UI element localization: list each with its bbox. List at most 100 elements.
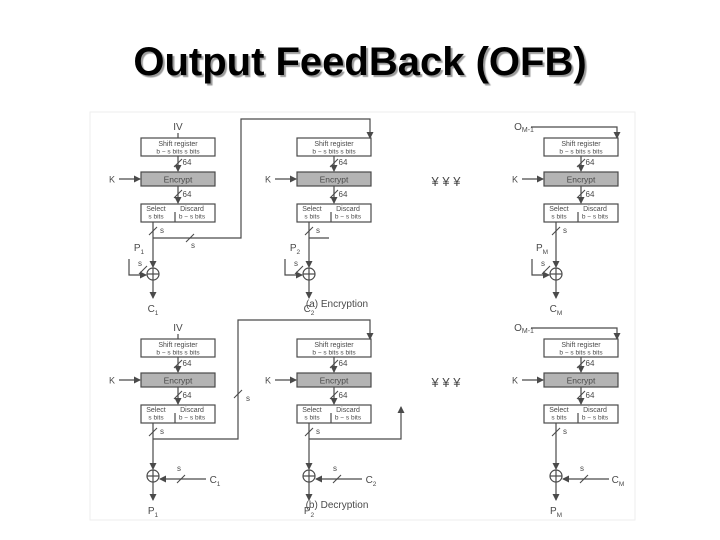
decryption-stage-1-ciphertext-slash <box>176 474 186 484</box>
decryption-stage-3-slash-64b <box>576 390 586 400</box>
encryption-stage-2-slash-64a <box>329 158 339 168</box>
decryption-stage-1-slash-64a <box>173 359 183 369</box>
decryption-stage-2-plain-output-label: P2 <box>304 506 315 519</box>
encryption-stage-1-shift-register-sub: b − s bits s bits <box>156 149 200 156</box>
decryption-stage-2-key-label: K <box>265 376 271 386</box>
decryption-stage-3-shift-register-label: Shift register <box>561 342 601 349</box>
decryption-feedback-line-1 <box>153 319 374 440</box>
encryption-stage-1-label-64a: 64 <box>183 158 192 167</box>
encryption-feedback-slash-1 <box>185 233 195 243</box>
decryption-stage-3-shift-register-sub: b − s bits s bits <box>559 350 603 357</box>
decryption-stage-2-select-out-s: s <box>316 427 320 436</box>
encryption-stage-3-shift-register-sub: b − s bits s bits <box>559 149 603 156</box>
decryption-stage-1-select-sub: s bits <box>148 415 164 422</box>
encryption-stage-2-encrypt-label: Encrypt <box>320 175 349 185</box>
decryption-stage-3-select-label: Select <box>549 407 569 414</box>
slide-title: Output FeedBack (OFB) <box>133 40 587 84</box>
encryption-stage-1-cipher-output-label: C1 <box>148 304 159 317</box>
decryption-continuation-dots: ¥ ¥ ¥ <box>431 375 462 390</box>
encryption-stage-1-plaintext-s: s <box>138 259 142 268</box>
decryption-stage-2-encrypt-label: Encrypt <box>320 376 349 386</box>
decryption-stage-2-ciphertext-slash <box>332 474 342 484</box>
encryption-stage-3-discard-label: Discard <box>583 206 607 213</box>
decryption-stage-2-ciphertext-input-label: C2 <box>366 475 377 488</box>
encryption-stage-3-label-64b: 64 <box>586 190 595 199</box>
encryption-feedback-line-1 <box>153 118 374 239</box>
encryption-stage-1-slash-64a <box>173 158 183 168</box>
encryption-stage-1-discard-sub: b − s bits <box>179 214 206 221</box>
decryption-stage-2-select-label: Select <box>302 407 322 414</box>
encryption-stage-3-select-out-s: s <box>563 226 567 235</box>
decryption-stage-1-shift-register-label: Shift register <box>158 342 198 349</box>
decryption-stage-2-discard-sub: b − s bits <box>335 415 362 422</box>
decryption-feedback-slash-1 <box>233 389 243 399</box>
encryption-stage-2-shift-register-sub: b − s bits s bits <box>312 149 356 156</box>
decryption-stage-3-select-discard-box <box>543 404 619 424</box>
encryption-stage-2-plaintext-slash <box>294 265 304 275</box>
encryption-stage-2-select-discard-box <box>296 203 372 223</box>
encryption-stage-1-select-out-s: s <box>160 226 164 235</box>
decryption-stage-1-plain-output-label: P1 <box>148 506 159 519</box>
encryption-stage-2-select-out-s: s <box>316 226 320 235</box>
decryption-stage-1-shift-register-sub: b − s bits s bits <box>156 350 200 357</box>
encryption-stage-1-select-out-slash <box>148 226 158 236</box>
encryption-stage-3-plaintext-s: s <box>541 259 545 268</box>
encryption-stage-3-select-sub: s bits <box>551 214 567 221</box>
decryption-stage-2-slash-64b <box>329 390 339 400</box>
encryption-stage-2-cipher-output-label: C2 <box>304 304 315 317</box>
encryption-stage-2-plaintext-input-line <box>284 259 303 279</box>
decryption-stage-1-encrypt-label: Encrypt <box>164 376 193 386</box>
decryption-feedback-line-2 <box>309 406 405 440</box>
encryption-stage-2-slash-64b <box>329 189 339 199</box>
decryption-stage-3-label-64a: 64 <box>586 359 595 368</box>
encryption-stage-2-label-64b: 64 <box>339 190 348 199</box>
decryption-stage-2-select-discard-box <box>296 404 372 424</box>
decryption-stage-2-shift-register-sub: b − s bits s bits <box>312 350 356 357</box>
encryption-stage-3-slash-64b <box>576 189 586 199</box>
encryption-stage-2-label-64a: 64 <box>339 158 348 167</box>
encryption-stage-1-discard-label: Discard <box>180 206 204 213</box>
encryption-stage-1-label-64b: 64 <box>183 190 192 199</box>
encryption-stage-1-plaintext-slash <box>138 265 148 275</box>
encryption-stage-2-select-label: Select <box>302 206 322 213</box>
encryption-feedback-s-1: s <box>191 241 195 250</box>
decryption-stage-3-select-sub: s bits <box>551 415 567 422</box>
encryption-stage-3-slash-64a <box>576 158 586 168</box>
encryption-stage-2-key-label: K <box>265 175 271 185</box>
encryption-stage-1-slash-64b <box>173 189 183 199</box>
decryption-stage-1-slash-64b <box>173 390 183 400</box>
encryption-stage-1-select-discard-box <box>140 203 216 223</box>
decryption-stage-3-discard-label: Discard <box>583 407 607 414</box>
decryption-stage-3-select-out-slash <box>551 427 561 437</box>
decryption-stage-2-label-64b: 64 <box>339 391 348 400</box>
encryption-stage-1-shift-register-label: Shift register <box>158 141 198 148</box>
encryption-stage-1-plaintext-input-label: P1 <box>134 243 145 256</box>
decryption-stage-1-ciphertext-s: s <box>177 464 181 473</box>
encryption-stage-3-select-discard-box <box>543 203 619 223</box>
decryption-stage-2-shift-register-label: Shift register <box>314 342 354 349</box>
decryption-stage-2-label-64a: 64 <box>339 359 348 368</box>
decryption-stage-2-discard-label: Discard <box>336 407 360 414</box>
encryption-stage-1-select-sub: s bits <box>148 214 164 221</box>
encryption-stage-2-plaintext-s: s <box>294 259 298 268</box>
encryption-stage-3-label-64a: 64 <box>586 158 595 167</box>
encryption-stage-2-select-sub: s bits <box>304 214 320 221</box>
decryption-stage-1-key-label: K <box>109 376 115 386</box>
encryption-stage-3-encrypt-label: Encrypt <box>567 175 596 185</box>
decryption-stage-1-discard-label: Discard <box>180 407 204 414</box>
encryption-continuation-dots: ¥ ¥ ¥ <box>431 174 462 189</box>
encryption-stage-2-discard-label: Discard <box>336 206 360 213</box>
decryption-stage-3-label-64b: 64 <box>586 391 595 400</box>
encryption-stage-3-plaintext-input-line <box>531 259 550 279</box>
decryption-stage-3-slash-64a <box>576 359 586 369</box>
decryption-stage-1-select-out-s: s <box>160 427 164 436</box>
encryption-stage-1-key-label: K <box>109 175 115 185</box>
decryption-stage-3-o-prev-line <box>531 327 621 340</box>
decryption-stage-1-discard-sub: b − s bits <box>179 415 206 422</box>
encryption-stage-3-plaintext-slash <box>541 265 551 275</box>
encryption-stage-1-encrypt-label: Encrypt <box>164 175 193 185</box>
decryption-stage-3-select-out-s: s <box>563 427 567 436</box>
decryption-stage-3-encrypt-label: Encrypt <box>567 376 596 386</box>
decryption-stage-3-key-label: K <box>512 376 518 386</box>
encryption-stage-2-shift-register-label: Shift register <box>314 141 354 148</box>
